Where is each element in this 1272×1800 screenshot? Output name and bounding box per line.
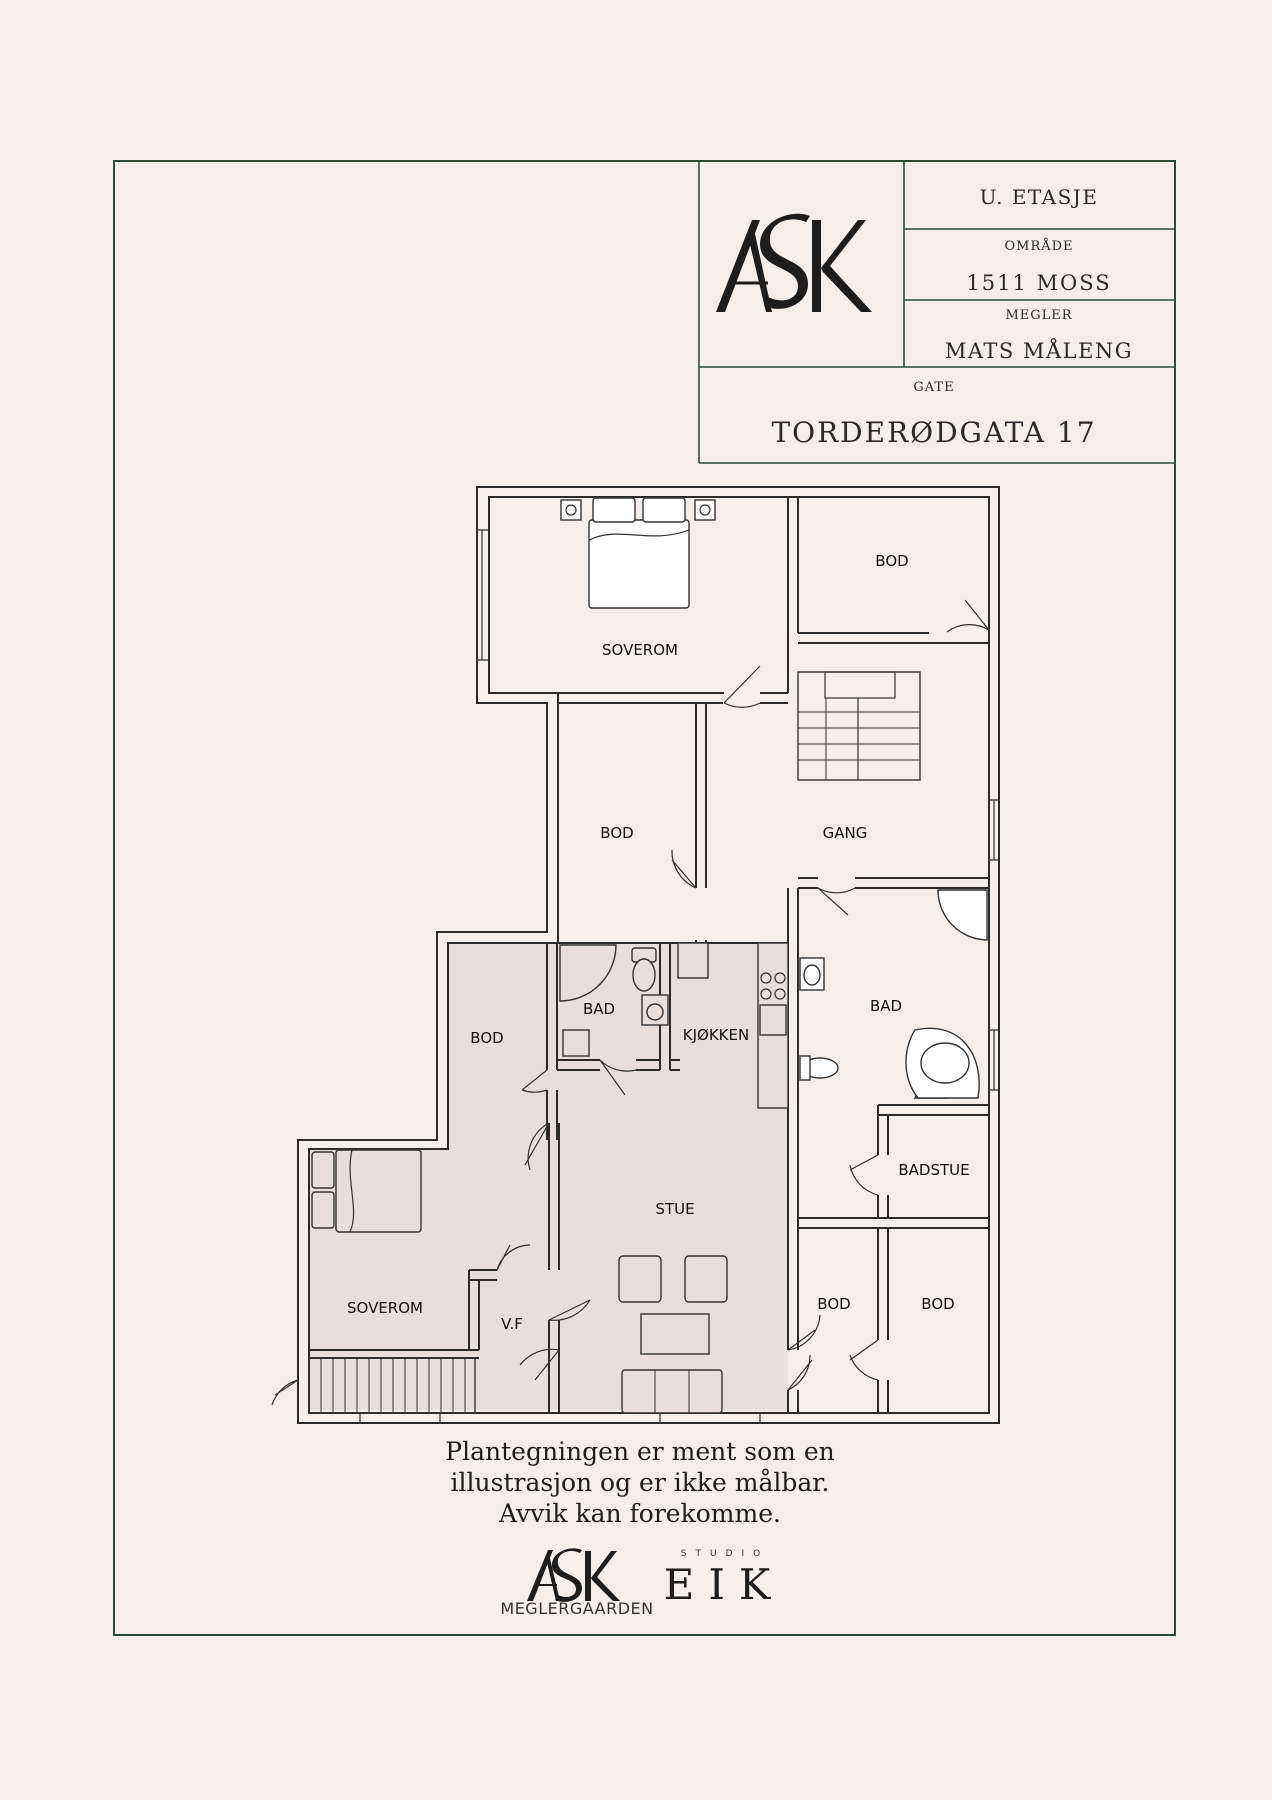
street-value: TORDERØDGATA 17 <box>771 416 1096 449</box>
room-label-bad-small: BAD <box>583 1000 615 1018</box>
staircase-top <box>797 671 921 781</box>
area-label: OMRÅDE <box>1004 238 1073 254</box>
double-bed-top <box>560 497 716 609</box>
area-value: 1511 MOSS <box>966 271 1111 295</box>
disclaimer-line-3: Avvik kan forekomme. <box>499 1499 781 1528</box>
staircase-bottom <box>308 1357 476 1414</box>
floor-label: U. ETASJE <box>980 185 1099 209</box>
footer-eik-logo: EIK <box>664 1560 785 1609</box>
room-label-bod-mid: BOD <box>600 824 633 842</box>
room-label-bod-top-right: BOD <box>875 552 908 570</box>
room-label-bad-large: BAD <box>870 997 902 1015</box>
room-label-bod-left: BOD <box>470 1029 503 1047</box>
disclaimer-line-1: Plantegningen er ment som en <box>445 1437 835 1466</box>
room-label-gang: GANG <box>823 824 868 842</box>
room-label-bod-bottom-2: BOD <box>921 1295 954 1313</box>
disclaimer-line-2: illustrasjon og er ikke målbar. <box>450 1468 830 1497</box>
large-bathroom-fixtures <box>799 889 988 1099</box>
double-bed-bottom <box>311 1149 422 1233</box>
disclaimer: Plantegningen er ment som en illustrasjo… <box>340 1436 940 1529</box>
agent-label: MEGLER <box>1005 308 1072 323</box>
title-block <box>698 161 1175 464</box>
ask-logo <box>716 213 872 312</box>
room-label-vf: V.F <box>501 1315 523 1333</box>
sheet-frame <box>113 160 1176 1636</box>
room-label-kjokken: KJØKKEN <box>683 1026 749 1044</box>
footer-studio-label: STUDIO <box>681 1549 769 1559</box>
street-label: GATE <box>913 380 954 395</box>
footer-ask-subtitle: MEGLERGAARDEN <box>500 1599 653 1618</box>
room-label-soverom-top: SOVEROM <box>602 641 678 659</box>
room-label-soverom-bottom: SOVEROM <box>347 1299 423 1317</box>
agent-value: MATS MÅLENG <box>945 338 1133 363</box>
small-bathroom-fixtures <box>559 944 669 1057</box>
room-label-stue: STUE <box>655 1200 694 1218</box>
kitchen-fixtures <box>677 942 789 1109</box>
footer-ask-logo <box>527 1548 620 1602</box>
room-label-bod-bottom-1: BOD <box>817 1295 850 1313</box>
floor-plan: SOVEROM BOD BOD GANG BOD BAD KJØKKEN BAD… <box>271 486 1000 1424</box>
living-room-furniture <box>618 1255 728 1414</box>
room-label-badstue: BADSTUE <box>898 1161 969 1179</box>
